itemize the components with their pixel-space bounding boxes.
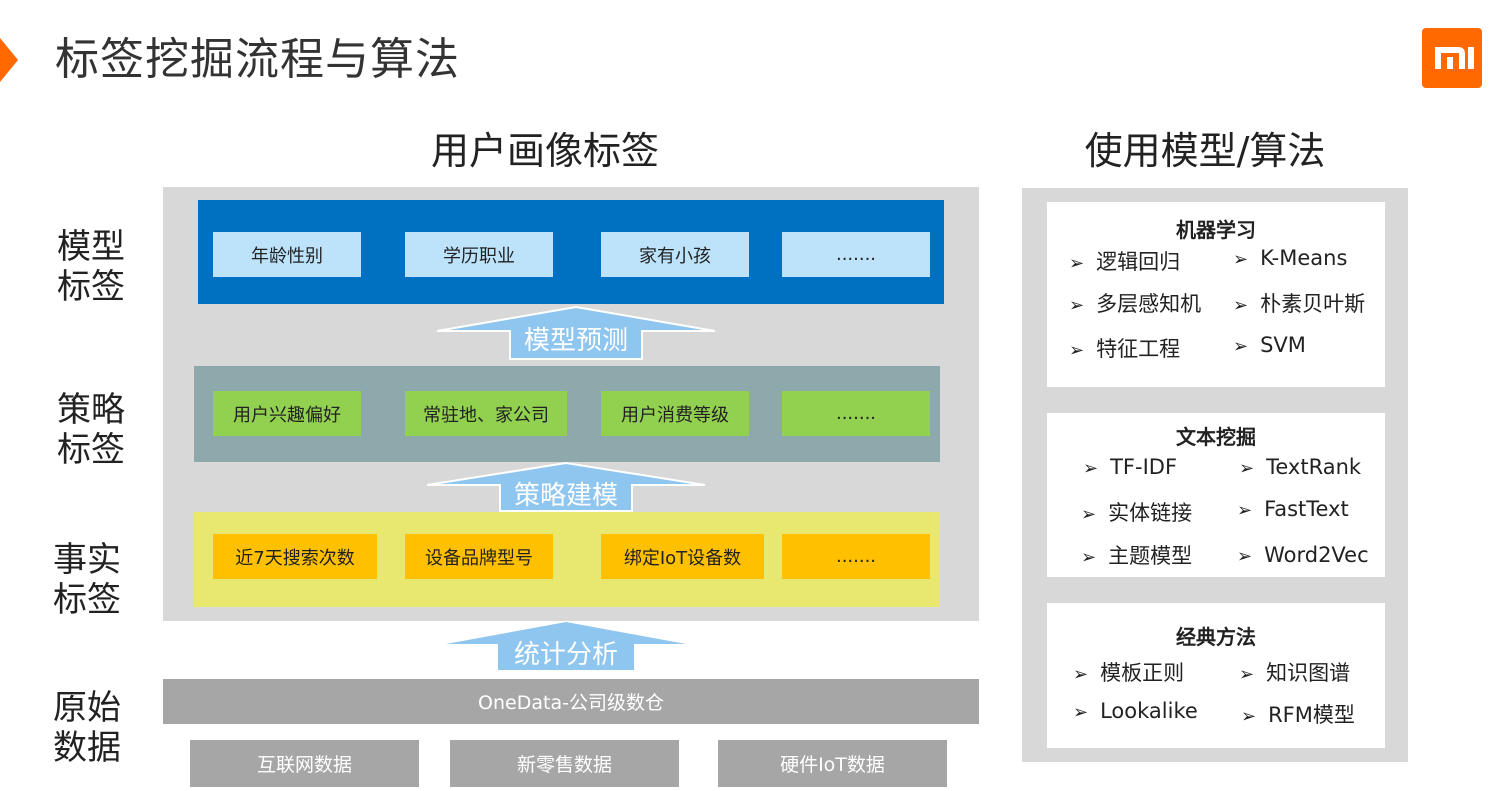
- page-title: 标签挖掘流程与算法: [55, 34, 460, 85]
- fact-tags-label: 事实 标签: [53, 540, 121, 620]
- title-marker-icon: [0, 38, 18, 82]
- warehouse-bar: OneData-公司级数仓: [163, 679, 979, 724]
- model-tag-box: 学历职业: [405, 232, 553, 277]
- text-mining-card: 文本挖掘 ➢TF-IDF ➢TextRank ➢实体链接 ➢FastText ➢…: [1047, 413, 1385, 577]
- strategy-tags-label: 策略 标签: [57, 390, 125, 470]
- source-box: 新零售数据: [450, 740, 679, 787]
- bullet-arrow-icon: ➢: [1239, 458, 1255, 479]
- bullet-arrow-icon: ➢: [1233, 295, 1249, 316]
- bullet-arrow-icon: ➢: [1069, 295, 1085, 316]
- fact-tag-box: .......: [782, 534, 930, 579]
- bullet-arrow-icon: ➢: [1239, 664, 1255, 685]
- strategy-modeling-label: 策略建模: [513, 480, 618, 511]
- bullet-arrow-icon: ➢: [1069, 253, 1085, 274]
- mi-logo-icon: [1435, 47, 1474, 69]
- fact-tag-box: 设备品牌型号: [405, 534, 553, 579]
- source-box: 硬件IoT数据: [718, 740, 947, 787]
- algorithm-item: ➢逻辑回归: [1069, 250, 1181, 274]
- bullet-arrow-icon: ➢: [1237, 546, 1253, 567]
- card-title: 经典方法: [1176, 625, 1256, 649]
- algorithm-item: ➢TF-IDF: [1083, 455, 1178, 479]
- fact-tag-box: 绑定IoT设备数: [601, 534, 764, 579]
- algorithm-item: ➢RFM模型: [1241, 703, 1355, 727]
- card-title: 文本挖掘: [1176, 425, 1256, 449]
- card-title: 机器学习: [1176, 218, 1256, 242]
- model-tag-box: 年龄性别: [213, 232, 361, 277]
- bullet-arrow-icon: ➢: [1081, 547, 1097, 568]
- bullet-arrow-icon: ➢: [1069, 340, 1085, 361]
- algorithm-item: ➢多层感知机: [1069, 292, 1202, 316]
- strategy-tag-box: 常驻地、家公司: [405, 391, 567, 436]
- algorithm-item: ➢实体链接: [1081, 501, 1193, 525]
- algorithm-item: ➢Lookalike: [1073, 699, 1198, 723]
- source-box: 互联网数据: [190, 740, 419, 787]
- stat-analysis-arrow-icon: [446, 622, 686, 670]
- model-tag-box: .......: [782, 232, 930, 277]
- profile-tags-heading: 用户画像标签: [430, 129, 659, 173]
- stat-analysis-label: 统计分析: [513, 639, 618, 670]
- bullet-arrow-icon: ➢: [1081, 504, 1097, 525]
- model-predict-arrow-icon: [437, 305, 715, 360]
- bullet-arrow-icon: ➢: [1073, 702, 1089, 723]
- models-algorithms-heading: 使用模型/算法: [1084, 129, 1326, 173]
- bullet-arrow-icon: ➢: [1241, 706, 1257, 727]
- algorithm-item: ➢主题模型: [1081, 544, 1193, 568]
- algorithm-item: ➢FastText: [1237, 497, 1349, 521]
- bullet-arrow-icon: ➢: [1083, 458, 1099, 479]
- algorithm-item: ➢K-Means: [1233, 246, 1348, 270]
- algorithm-item: ➢TextRank: [1239, 455, 1362, 479]
- strategy-tag-box: .......: [782, 391, 930, 436]
- algorithm-item: ➢Word2Vec: [1237, 543, 1369, 567]
- strategy-modeling-arrow-icon: [427, 461, 705, 512]
- algorithm-item: ➢特征工程: [1069, 337, 1181, 361]
- algorithm-item: ➢模板正则: [1073, 661, 1185, 685]
- model-predict-label: 模型预测: [523, 325, 628, 356]
- fact-tag-box: 近7天搜索次数: [213, 534, 377, 579]
- machine-learning-card: 机器学习 ➢逻辑回归 ➢K-Means ➢多层感知机 ➢朴素贝叶斯 ➢特征工程 …: [1047, 202, 1385, 387]
- bullet-arrow-icon: ➢: [1073, 664, 1089, 685]
- algorithm-item: ➢朴素贝叶斯: [1233, 292, 1366, 316]
- algorithm-item: ➢知识图谱: [1239, 661, 1351, 685]
- bullet-arrow-icon: ➢: [1233, 336, 1249, 357]
- raw-data-label: 原始 数据: [53, 688, 121, 768]
- strategy-tag-box: 用户消费等级: [601, 391, 749, 436]
- classic-methods-card: 经典方法 ➢模板正则 ➢知识图谱 ➢Lookalike ➢RFM模型: [1047, 603, 1385, 748]
- algorithm-item: ➢SVM: [1233, 333, 1306, 357]
- bullet-arrow-icon: ➢: [1237, 500, 1253, 521]
- model-tag-box: 家有小孩: [601, 232, 749, 277]
- mi-logo: [1422, 28, 1482, 88]
- bullet-arrow-icon: ➢: [1233, 249, 1249, 270]
- model-tags-label: 模型 标签: [57, 227, 125, 307]
- strategy-tag-box: 用户兴趣偏好: [213, 391, 361, 436]
